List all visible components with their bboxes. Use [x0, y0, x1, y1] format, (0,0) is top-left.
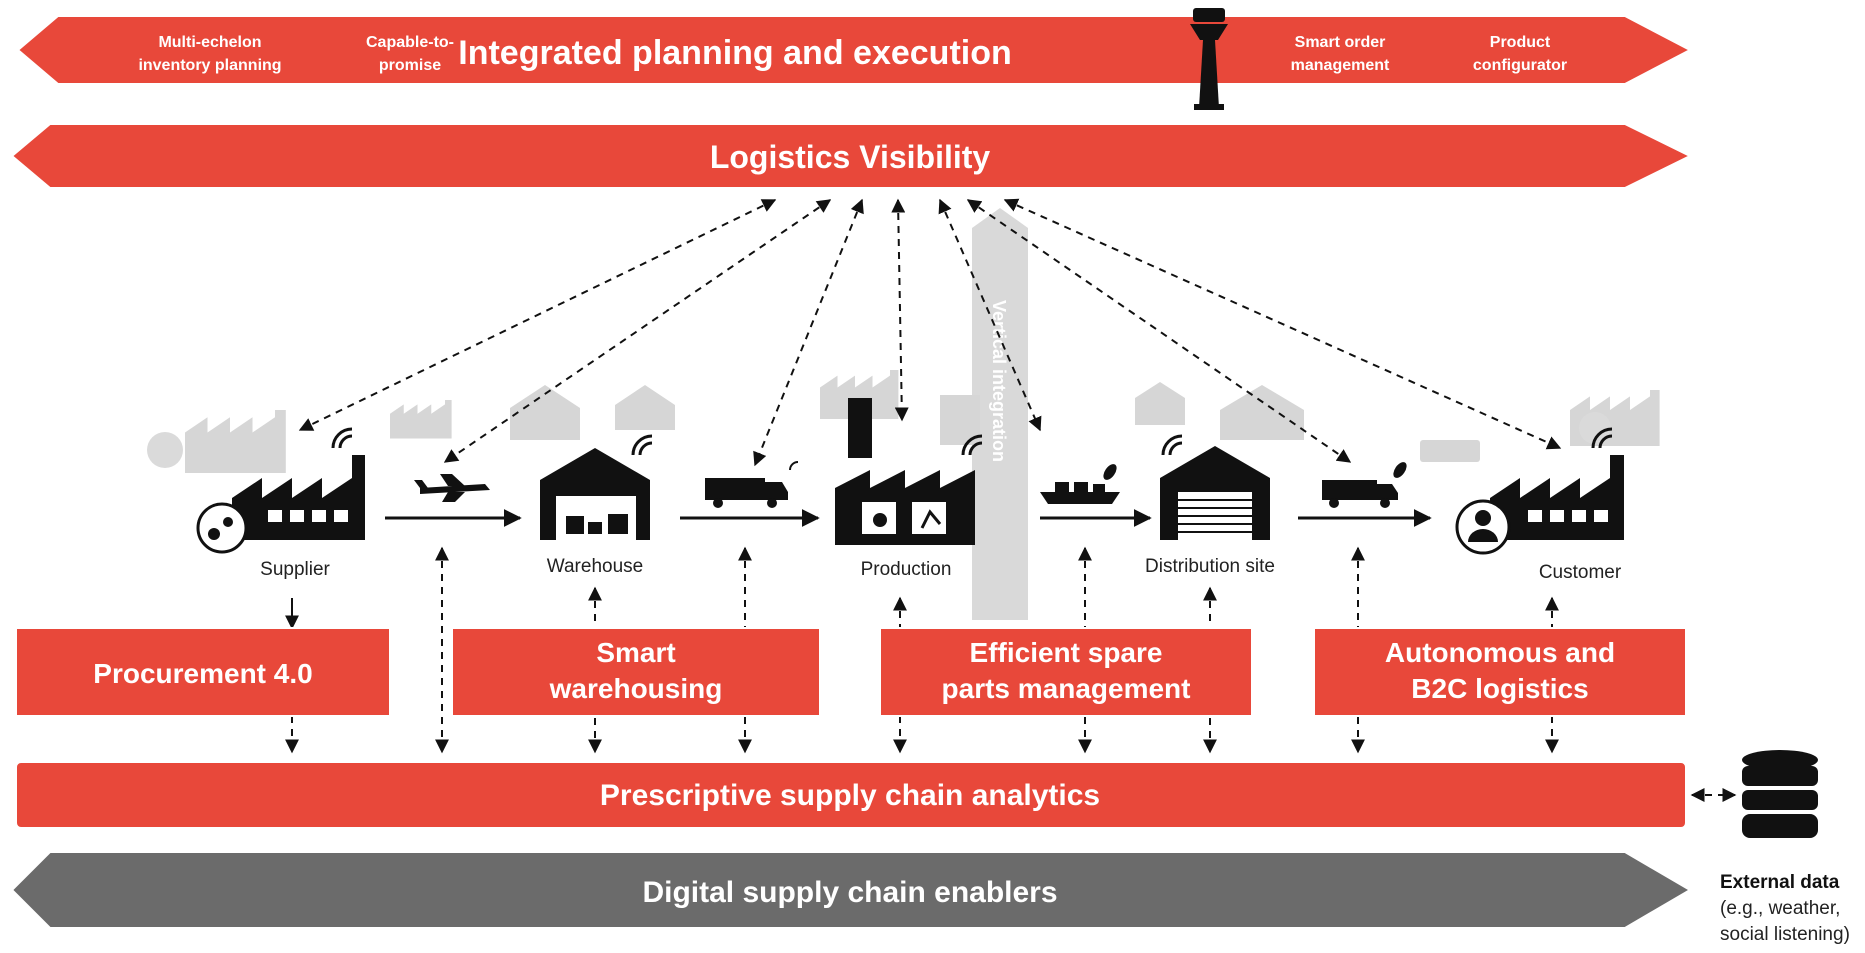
- airplane-icon: [414, 474, 490, 502]
- digital-enablers-arrow: [10, 851, 1692, 929]
- truck-icon: [705, 478, 788, 508]
- prescriptive-analytics-bar: Prescriptive supply chain analytics: [15, 761, 1687, 829]
- prescriptive-analytics-title: Prescriptive supply chain analytics: [600, 779, 1100, 812]
- warehouse-icon: [540, 448, 650, 540]
- truck-wifi-icon: [789, 461, 799, 471]
- production-node: Production: [835, 398, 983, 580]
- smart-warehousing-line1: Smart: [596, 637, 675, 668]
- customer-node: Customer: [1455, 427, 1624, 583]
- planning-item-2-line2: promise: [379, 57, 441, 74]
- planning-item-1-line2: inventory planning: [138, 57, 281, 74]
- logistics-visibility-title: Logistics Visibility: [710, 139, 991, 175]
- customer-wifi-icon: [1591, 427, 1613, 449]
- external-data-line2: social listening): [1720, 924, 1850, 945]
- planning-item-3-line1: Smart order: [1295, 34, 1386, 51]
- warehouse-wifi-icon: [631, 434, 653, 456]
- distribution-label: Distribution site: [1145, 556, 1275, 577]
- truck-leaf-icon: [1393, 462, 1407, 478]
- supplier-gears-icon: [196, 502, 248, 554]
- procurement-title: Procurement 4.0: [93, 658, 312, 689]
- external-data-title: External data: [1720, 872, 1840, 893]
- customer-label: Customer: [1539, 562, 1622, 583]
- customer-person-icon: [1455, 499, 1511, 555]
- supplier-factory-icon: [232, 455, 365, 540]
- supplier-wifi-icon: [331, 427, 353, 449]
- capability-box-smart-warehousing: Smart warehousing: [451, 627, 821, 717]
- digital-enablers-title: Digital supply chain enablers: [642, 876, 1057, 909]
- spare-parts-line1: Efficient spare: [970, 637, 1163, 668]
- external-data-line1: (e.g., weather,: [1720, 898, 1840, 919]
- distribution-warehouse-icon: [1160, 446, 1270, 540]
- b2c-logistics-line2: B2C logistics: [1411, 673, 1588, 704]
- warehouse-node: Warehouse: [540, 434, 653, 577]
- supplier-label: Supplier: [260, 559, 330, 580]
- spare-parts-line2: parts management: [942, 673, 1191, 704]
- distribution-node: Distribution site: [1145, 434, 1275, 577]
- ghost-icons: [147, 370, 1660, 473]
- integrated-planning-banner: Integrated planning and execution Multi-…: [16, 8, 1693, 110]
- planning-item-1-line1: Multi-echelon: [158, 34, 261, 51]
- customer-factory-icon: [1490, 455, 1624, 540]
- ship-icon: [1040, 482, 1120, 504]
- production-label: Production: [861, 559, 952, 580]
- vertical-integration-bar: Vertical integration: [972, 208, 1028, 620]
- database-icon: [1742, 750, 1818, 838]
- capability-box-spare-parts: Efficient spare parts management: [879, 627, 1253, 717]
- planning-item-2-line1: Capable-to-: [366, 34, 454, 51]
- visibility-links: [298, 198, 1562, 467]
- production-wifi-icon: [961, 434, 983, 456]
- warehouse-label: Warehouse: [547, 556, 643, 577]
- planning-item-4-line1: Product: [1490, 34, 1551, 51]
- external-data: External data (e.g., weather, social lis…: [1720, 750, 1850, 945]
- logistics-visibility-arrow: [10, 123, 1693, 189]
- b2c-logistics-line1: Autonomous and: [1385, 637, 1615, 668]
- integrated-planning-arrow: [16, 15, 1693, 85]
- ship-leaf-icon: [1103, 464, 1117, 480]
- truck-icon: [1322, 480, 1398, 508]
- planning-item-3-line2: management: [1291, 57, 1390, 74]
- digital-enablers-banner: Digital supply chain enablers: [10, 851, 1692, 929]
- control-tower-icon: [1190, 8, 1228, 110]
- transport-links: [385, 461, 1432, 527]
- distribution-wifi-icon: [1161, 434, 1183, 456]
- production-factory-icon: [835, 398, 975, 545]
- integrated-planning-title: Integrated planning and execution: [458, 34, 1012, 72]
- supplier-node: Supplier: [196, 427, 365, 580]
- logistics-visibility-banner: Logistics Visibility: [10, 123, 1693, 189]
- smart-warehousing-line2: warehousing: [549, 673, 723, 704]
- capability-box-b2c-logistics: Autonomous and B2C logistics: [1313, 627, 1687, 717]
- planning-item-4-line2: configurator: [1473, 57, 1567, 74]
- capability-box-procurement: Procurement 4.0: [15, 627, 391, 717]
- vertical-integration-label: Vertical integration: [989, 300, 1009, 462]
